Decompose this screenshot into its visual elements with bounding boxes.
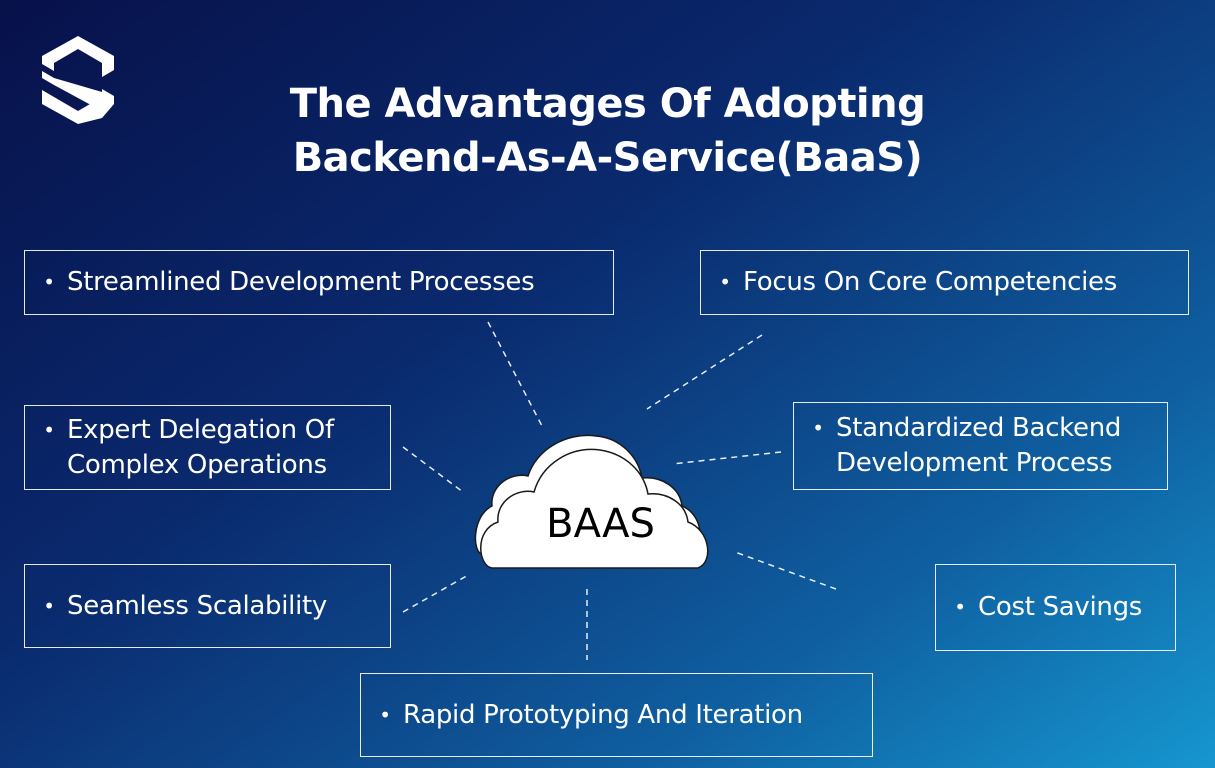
connector-standardized bbox=[671, 451, 782, 465]
benefit-box-focus: • Focus On Core Competencies bbox=[700, 250, 1189, 315]
bullet-icon: • bbox=[43, 418, 55, 442]
benefit-label: Seamless Scalability bbox=[67, 590, 327, 621]
benefit-box-scalability: • Seamless Scalability bbox=[24, 564, 391, 648]
s-logo-icon bbox=[42, 36, 114, 124]
bullet-icon: • bbox=[43, 270, 55, 294]
benefit-label: Cost Savings bbox=[978, 592, 1143, 622]
benefit-label: Rapid Prototyping And Iteration bbox=[403, 699, 803, 730]
benefit-label: Focus On Core Competencies bbox=[743, 267, 1117, 297]
connector-focus bbox=[646, 334, 763, 410]
benefit-box-expert: • Expert Delegation Of Complex Operation… bbox=[24, 405, 391, 490]
benefit-label-line-2: Complex Operations bbox=[67, 450, 327, 480]
bullet-icon: • bbox=[379, 702, 391, 727]
benefit-box-cost: • Cost Savings bbox=[935, 564, 1176, 651]
bullet-icon: • bbox=[812, 416, 824, 440]
benefit-label-line-1: Expert Delegation Of bbox=[67, 415, 334, 445]
benefit-box-standardized: • Standardized Backend Development Proce… bbox=[793, 402, 1168, 490]
benefit-label: Streamlined Development Processes bbox=[67, 267, 535, 297]
benefit-box-streamlined: • Streamlined Development Processes bbox=[24, 250, 614, 315]
benefit-label-line-1: Standardized Backend bbox=[836, 413, 1122, 443]
bullet-icon: • bbox=[954, 595, 966, 619]
benefit-label-line-2: Development Process bbox=[836, 448, 1113, 478]
page-title-line-2: Backend-As-A-Service(BaaS) bbox=[292, 135, 923, 181]
bullet-icon: • bbox=[719, 270, 731, 294]
benefit-box-rapid: • Rapid Prototyping And Iteration bbox=[360, 673, 873, 757]
connector-streamlined bbox=[487, 321, 543, 427]
connector-expert bbox=[402, 446, 464, 493]
connector-scalability bbox=[402, 573, 471, 613]
connector-cost bbox=[734, 551, 837, 590]
center-label: BAAS bbox=[546, 501, 655, 547]
cloud-icon bbox=[474, 434, 709, 569]
bullet-icon: • bbox=[43, 593, 55, 618]
page-title-line-1: The Advantages Of Adopting bbox=[289, 81, 926, 127]
